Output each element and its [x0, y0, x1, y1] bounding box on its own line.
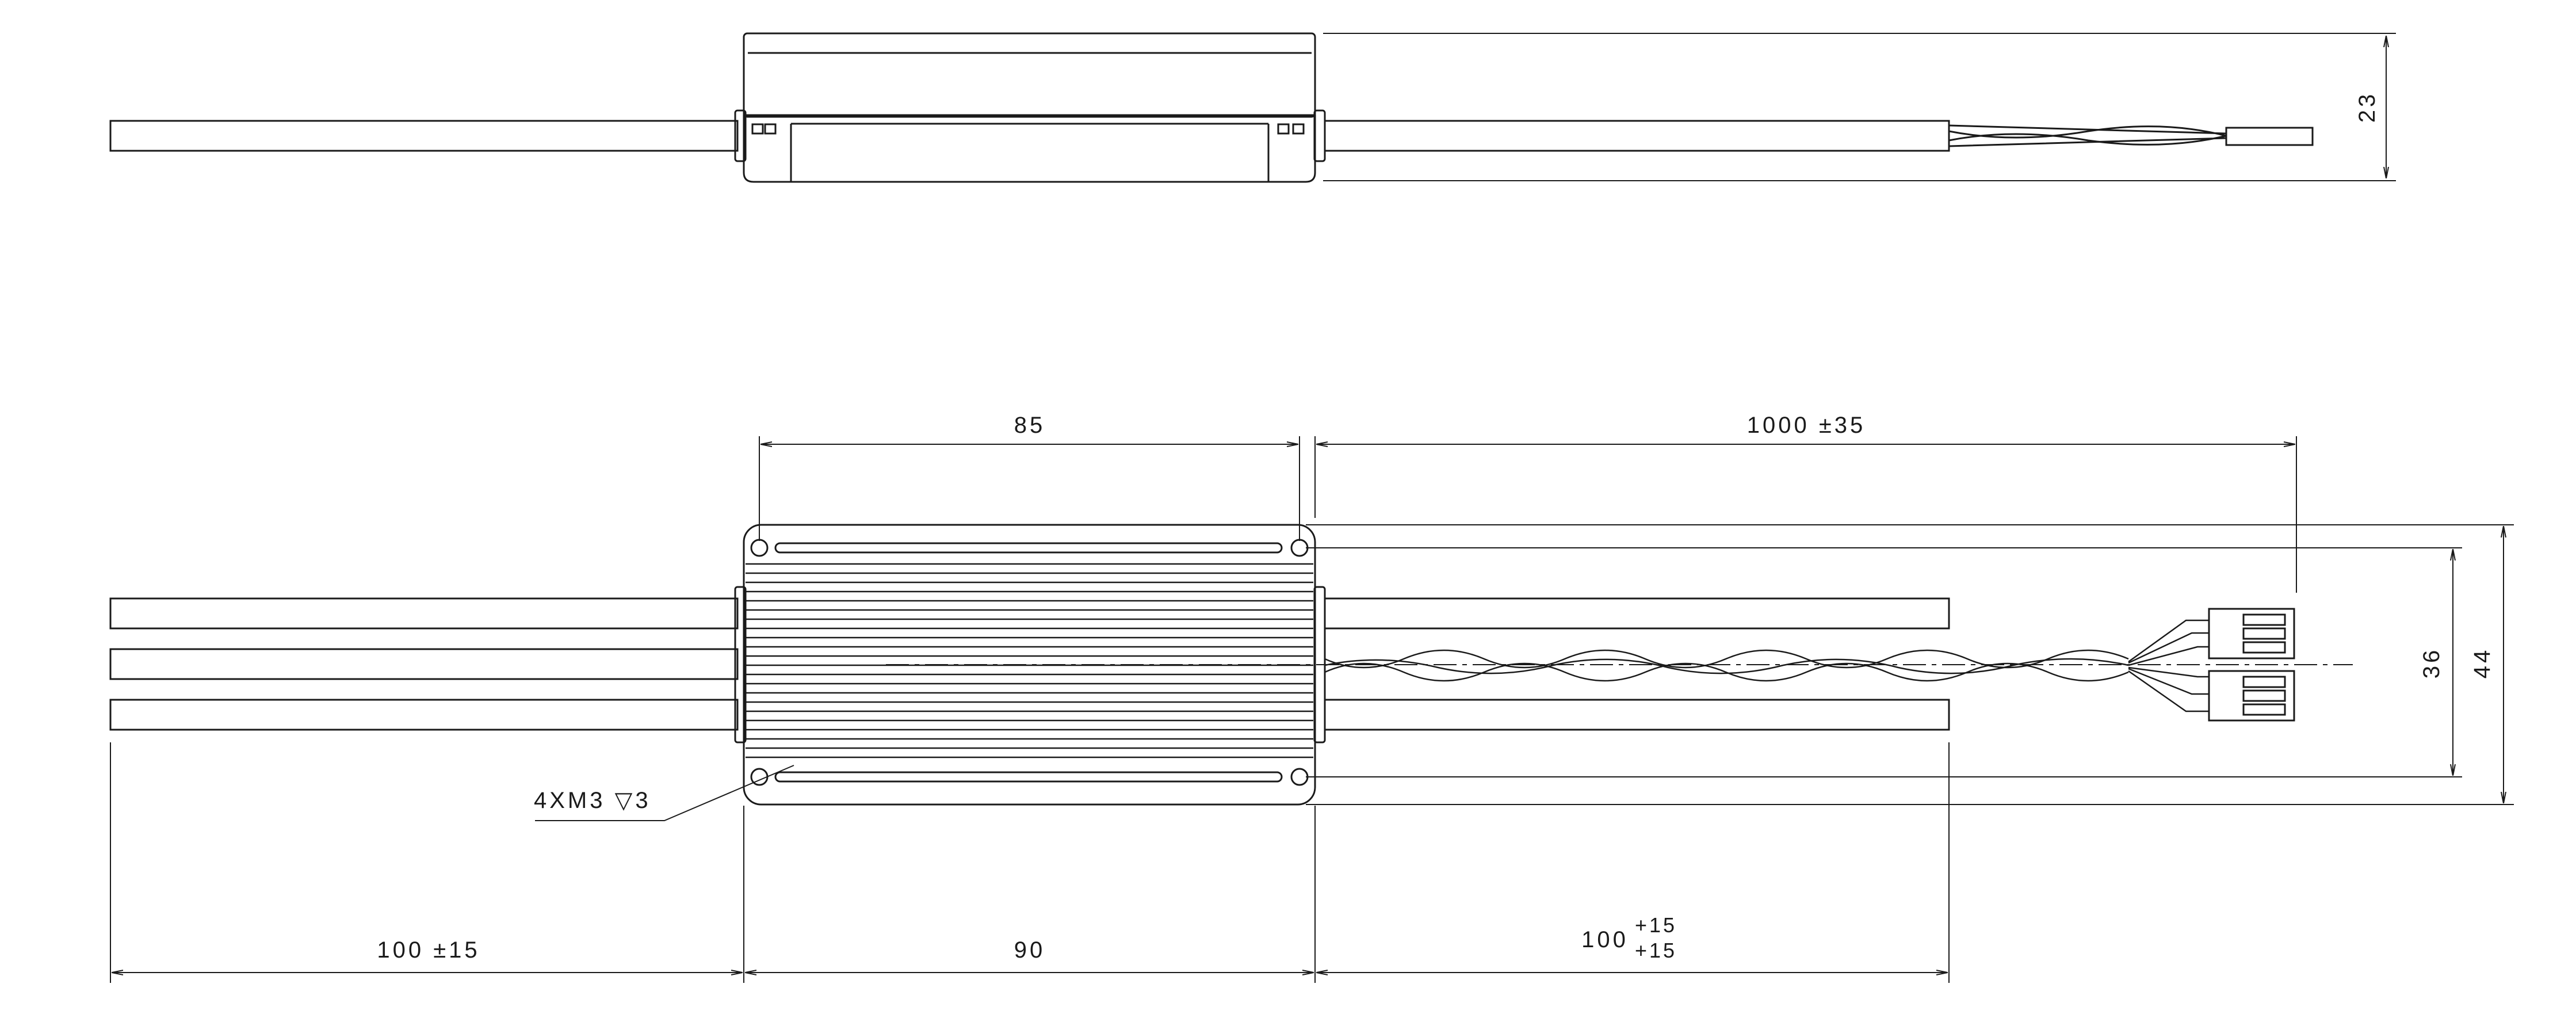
dim-cable-long: 1000 ±35 — [1747, 413, 1866, 438]
mount-hole-tl — [750, 539, 769, 557]
connector-upper — [2208, 608, 2295, 659]
twisted-wire-bundle — [1324, 619, 2209, 712]
side-view — [109, 32, 2396, 183]
heatsink-fins — [746, 563, 1313, 758]
mount-hole-tr — [1290, 539, 1309, 557]
side-housing-top — [743, 32, 1316, 118]
dim-inner-height: 36 — [2419, 647, 2444, 679]
side-right-cable — [1324, 120, 1950, 152]
side-left-cable — [109, 120, 739, 152]
connector-lower — [2208, 670, 2295, 722]
side-housing-body — [743, 114, 1316, 183]
dim-body-top: 85 — [1014, 413, 1046, 438]
dim-right-cable-tol-lower: +15 — [1635, 939, 1677, 962]
left-cable-3 — [109, 699, 739, 731]
right-cable-3 — [1324, 699, 1950, 731]
right-cable-1 — [1324, 597, 1950, 630]
left-cable-2 — [109, 648, 739, 680]
mount-hole-br — [1290, 768, 1309, 786]
dim-right-cable-nominal: 100 — [1581, 927, 1629, 952]
dim-left-cable: 100 ±15 — [377, 937, 480, 963]
mount-hole-callout: 4XM3 ▽3 — [534, 788, 651, 813]
dimension-lines — [110, 436, 2514, 983]
dim-outer-height: 44 — [2470, 647, 2495, 679]
dim-body-width: 90 — [1014, 937, 1046, 963]
dim-right-cable-tol-upper: +15 — [1635, 913, 1677, 937]
left-cable-1 — [109, 597, 739, 630]
side-connector — [2225, 127, 2314, 146]
dim-height-side: 23 — [2355, 91, 2380, 123]
side-twisted-wire — [1948, 124, 2227, 147]
